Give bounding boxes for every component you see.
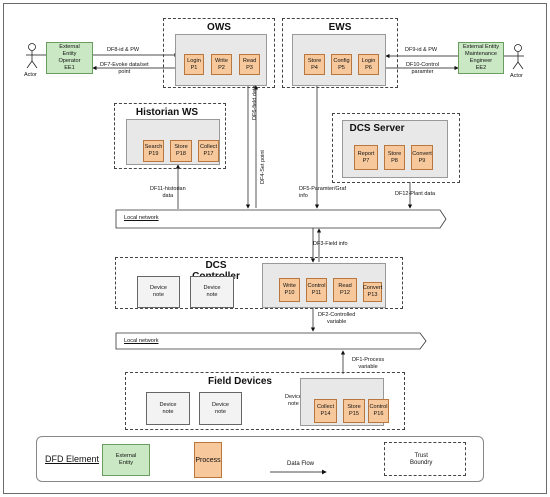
diagram-frame: [3, 3, 547, 494]
process-p3[interactable]: Read P3: [239, 54, 260, 75]
controller-device-node-2: Device note: [190, 276, 234, 308]
controller-device-node-1: Device note: [137, 276, 180, 308]
flow-df5-label: DF5-Paramter/Graf info: [299, 186, 347, 199]
external-entity-ee2[interactable]: External Entity Maintenance Engineer EE2: [458, 42, 504, 74]
ows-trust-boundary: OWS: [163, 18, 275, 88]
flow-df4-label: DF4-Set point: [260, 150, 266, 184]
dcs-controller-trust-boundary: [115, 257, 403, 309]
flow-df10-label: DF10-Control paramter: [406, 62, 440, 75]
flow-df6-label: DF6-field data: [252, 85, 258, 120]
field-devices-title: Field Devices: [208, 376, 272, 387]
legend-box: [36, 436, 484, 482]
process-p9[interactable]: Convert P9: [411, 145, 433, 170]
field-devices-side-label: Device note: [285, 394, 302, 407]
dcs-server-title: DCS Server: [349, 123, 405, 134]
flow-df2-label: DF2-Controlled variable: [318, 312, 356, 325]
process-p12[interactable]: Read P12: [333, 278, 357, 302]
historian-title: Historian WS: [135, 107, 199, 118]
process-p18[interactable]: Store P18: [170, 140, 192, 162]
process-p19[interactable]: Search P19: [143, 140, 164, 162]
legend-trust-boundary: [384, 442, 466, 476]
flow-df12-label: DF12-Plant data: [395, 191, 436, 197]
local-network-2-label: Local network: [124, 338, 159, 344]
process-p4[interactable]: Store P4: [304, 54, 325, 75]
ews-trust-boundary: EWS: [282, 18, 398, 88]
legend-external-entity: External Entity: [102, 444, 150, 476]
legend-data-flow-label: Data Flow: [287, 461, 315, 467]
field-devices-trust-boundary: [125, 372, 405, 430]
dcs-server-trust-boundary: [332, 113, 460, 183]
actor-ee1-figure: [26, 43, 38, 69]
process-p13[interactable]: Convert P13: [363, 282, 382, 302]
flow-df9-label: DF9-id & PW: [405, 47, 438, 53]
process-p14[interactable]: Collect P14: [314, 399, 337, 423]
ews-title: EWS: [328, 22, 352, 33]
external-entity-ee1[interactable]: External Entity Operator EE1: [46, 42, 93, 74]
actor-ee2-figure: [512, 44, 524, 70]
local-network-1-bar: [115, 209, 447, 229]
process-p7[interactable]: Report P7: [354, 145, 378, 170]
ows-title: OWS: [207, 22, 231, 33]
process-p2[interactable]: Write P2: [211, 54, 232, 75]
process-p6[interactable]: Login P6: [358, 54, 379, 75]
process-p11[interactable]: Control P11: [306, 278, 327, 302]
legend-trust-label: Trust Boundry: [410, 453, 433, 466]
field-device-node-1: Device note: [146, 392, 190, 425]
process-p16[interactable]: Control P16: [368, 399, 389, 423]
flow-df8-label: DF8-id & PW: [107, 47, 140, 53]
process-p15[interactable]: Store P15: [343, 399, 365, 423]
field-device-node-2: Device note: [199, 392, 242, 425]
process-p5[interactable]: Config P5: [331, 54, 352, 75]
flow-df11-label: DF11-historian data: [150, 186, 186, 199]
local-network-1-label: Local network: [124, 215, 159, 221]
process-p17[interactable]: Collect P17: [198, 140, 219, 162]
flow-df1-label: DF1-Process variable: [352, 357, 385, 370]
local-network-2-bar: [115, 332, 427, 350]
actor-ee2-label: Actor: [510, 73, 523, 79]
legend-title: DFD Element: [45, 454, 100, 464]
flow-df7-label: DF7-Evoke data/set point: [100, 62, 149, 75]
process-p10[interactable]: Write P10: [279, 278, 300, 302]
historian-trust-boundary: Historian WS: [114, 103, 226, 169]
flow-df3-label: DF3-Field info: [313, 241, 348, 247]
legend-process: Process: [194, 442, 222, 478]
process-p1[interactable]: Login P1: [184, 54, 204, 75]
process-p8[interactable]: Store P8: [384, 145, 405, 170]
actor-ee1-label: Actor: [24, 72, 37, 78]
